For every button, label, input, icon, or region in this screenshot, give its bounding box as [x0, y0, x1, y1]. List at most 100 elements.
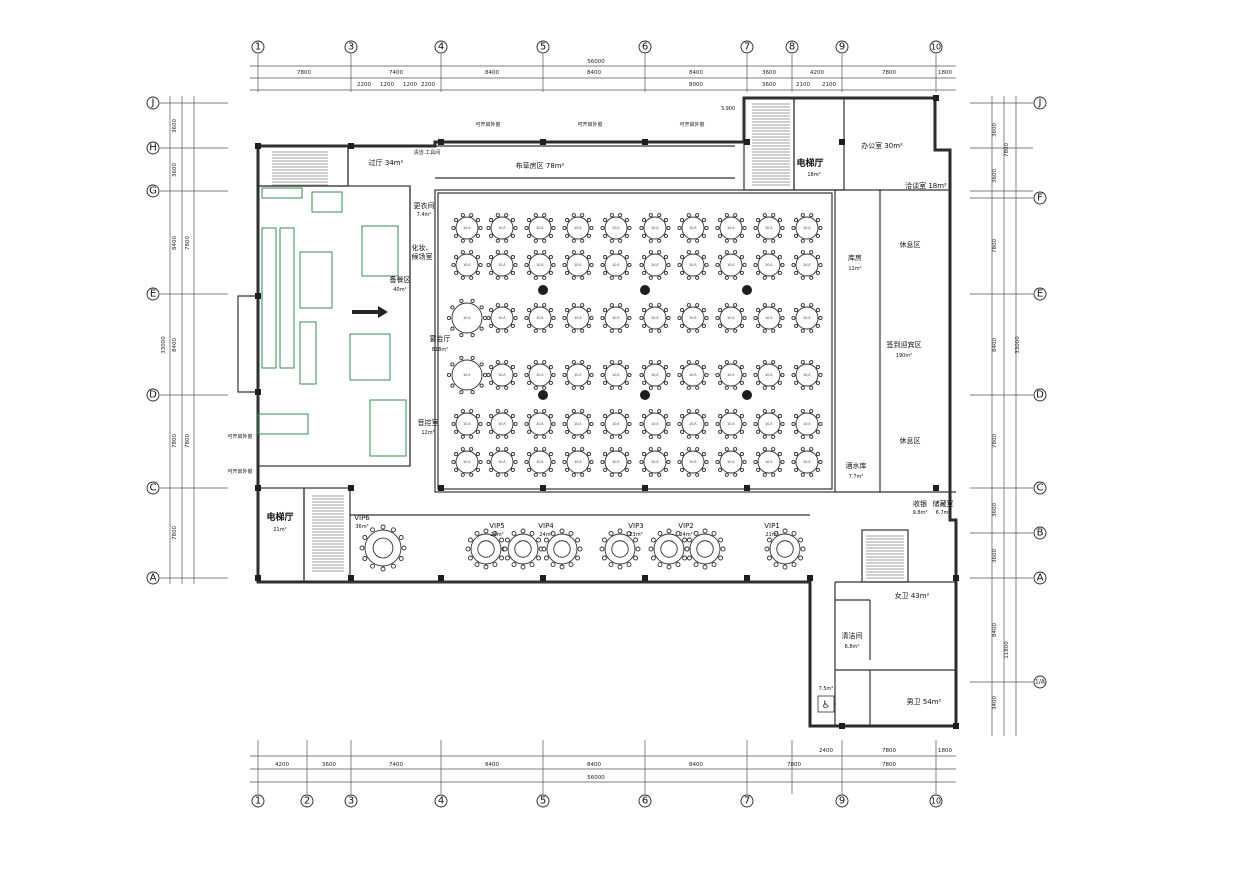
table-label: 10人: [498, 372, 506, 377]
grid-bubble-b6: 6: [638, 794, 652, 808]
svg-text:B: B: [1037, 528, 1044, 539]
kitchen-equipment: [257, 187, 407, 457]
svg-text:8400: 8400: [689, 762, 703, 768]
table-label: 10人: [612, 315, 620, 320]
banquet-table: 10人: [486, 447, 518, 477]
label-window-5: 可开启外窗: [227, 468, 252, 475]
svg-text:G: G: [149, 186, 157, 197]
banquet-table: 10人: [715, 447, 747, 477]
column-square: [348, 485, 354, 491]
banquet-table: 10人: [451, 213, 483, 243]
banquet-table: 10人: [715, 360, 747, 390]
svg-text:A: A: [150, 573, 157, 584]
grid-bubble-G-left: G: [146, 184, 160, 198]
svg-text:7800: 7800: [172, 526, 178, 540]
svg-text:1200: 1200: [380, 82, 394, 88]
room-cashier: 收银: [913, 499, 927, 508]
column-square: [255, 293, 261, 299]
table-label: 10人: [463, 225, 471, 230]
svg-text:4200: 4200: [275, 762, 289, 768]
room-wine-area: 7.7m²: [849, 474, 864, 480]
vip-table: [648, 528, 690, 570]
grid-bubble-b7: 7: [740, 794, 754, 808]
svg-text:J: J: [151, 98, 155, 109]
vip-table: [684, 528, 726, 570]
grid-bubble-8: 8: [785, 40, 799, 54]
room-reception-area: 190m²: [896, 353, 912, 359]
column-square: [255, 575, 261, 581]
grid-bubble-B-right: B: [1033, 526, 1047, 540]
banquet-table: 10人: [639, 360, 671, 390]
table-label: 10人: [651, 459, 659, 464]
banquet-table: 10人: [715, 409, 747, 439]
svg-text:9: 9: [839, 796, 845, 807]
svg-text:7800: 7800: [992, 239, 998, 253]
svg-text:33000: 33000: [161, 336, 167, 354]
svg-text:6: 6: [642, 796, 648, 807]
column-square: [807, 575, 813, 581]
table-label: 10人: [574, 262, 582, 267]
column-square: [933, 95, 939, 101]
table-label: 10人: [498, 459, 506, 464]
banquet-table: 10人: [677, 213, 709, 243]
banquet-table: 10人: [600, 213, 632, 243]
banquet-table: 10人: [486, 409, 518, 439]
grid-bubble-J-left: J: [146, 96, 160, 110]
top-grid-bubbles: 1 3 4 5 6 7 8 9 10: [251, 40, 943, 54]
banquet-table: 10人: [562, 360, 594, 390]
svg-text:8400: 8400: [992, 623, 998, 637]
room-lift-hall-top-area: 18m²: [807, 172, 820, 178]
room-vip2-area: 24m²: [679, 532, 692, 538]
structural-columns: [255, 95, 959, 729]
banquet-table: 10人: [486, 303, 518, 333]
banquet-table: 10人: [451, 409, 483, 439]
room-janitor: 清洁间: [842, 631, 863, 640]
banquet-table: 10人: [562, 447, 594, 477]
vip-table: [502, 528, 544, 570]
banquet-table: 10人: [753, 409, 785, 439]
svg-text:3: 3: [348, 796, 354, 807]
column-square: [255, 485, 261, 491]
grid-bubble-1: 1: [251, 40, 265, 54]
banquet-table: 10人: [677, 360, 709, 390]
room-vip4-area: 24m²: [539, 532, 552, 538]
grid-bubble-D-left: D: [146, 388, 160, 402]
banquet-table: 10人: [753, 447, 785, 477]
grid-bubble-4: 4: [434, 40, 448, 54]
room-wine: 酒水库: [846, 461, 867, 470]
svg-text:D: D: [149, 390, 157, 401]
svg-text:4200: 4200: [810, 70, 824, 76]
banquet-table: 10人: [677, 409, 709, 439]
room-vip2: VIP2: [678, 522, 694, 530]
svg-text:7800: 7800: [172, 434, 178, 448]
vip-tables: [359, 524, 806, 572]
room-makeup-2: 候场室: [412, 252, 433, 261]
room-banquet-area: 818m²: [432, 347, 448, 353]
room-vip5: VIP5: [489, 522, 505, 530]
column-square: [348, 143, 354, 149]
table-label: 10人: [689, 225, 697, 230]
svg-text:C: C: [150, 483, 157, 494]
column-square: [540, 575, 546, 581]
banquet-table: 10人: [486, 360, 518, 390]
svg-text:7800: 7800: [787, 762, 801, 768]
grid-bubble-F-right: F: [1033, 191, 1047, 205]
grid-bubble-J-right: J: [1033, 96, 1047, 110]
room-bar-area: 6.7m²: [936, 510, 951, 516]
room-accessible-area: 7.5m²: [819, 686, 834, 692]
table-label: 10人: [803, 372, 811, 377]
banquet-table: 10人: [715, 303, 747, 333]
svg-text:10: 10: [931, 797, 941, 806]
table-label: 10人: [765, 315, 773, 320]
table-label: 10人: [727, 372, 735, 377]
svg-text:9: 9: [839, 42, 845, 53]
svg-text:7800: 7800: [1004, 143, 1010, 157]
svg-text:E: E: [150, 289, 156, 300]
grid-bubble-10: 10: [929, 40, 943, 54]
room-makeup: 化妆、: [412, 243, 433, 252]
grid-bubble-E-left: E: [146, 287, 160, 301]
table-label: 10人: [612, 225, 620, 230]
banquet-table: 10人: [451, 250, 483, 280]
table-label: 10人: [612, 421, 620, 426]
column-square: [642, 485, 648, 491]
